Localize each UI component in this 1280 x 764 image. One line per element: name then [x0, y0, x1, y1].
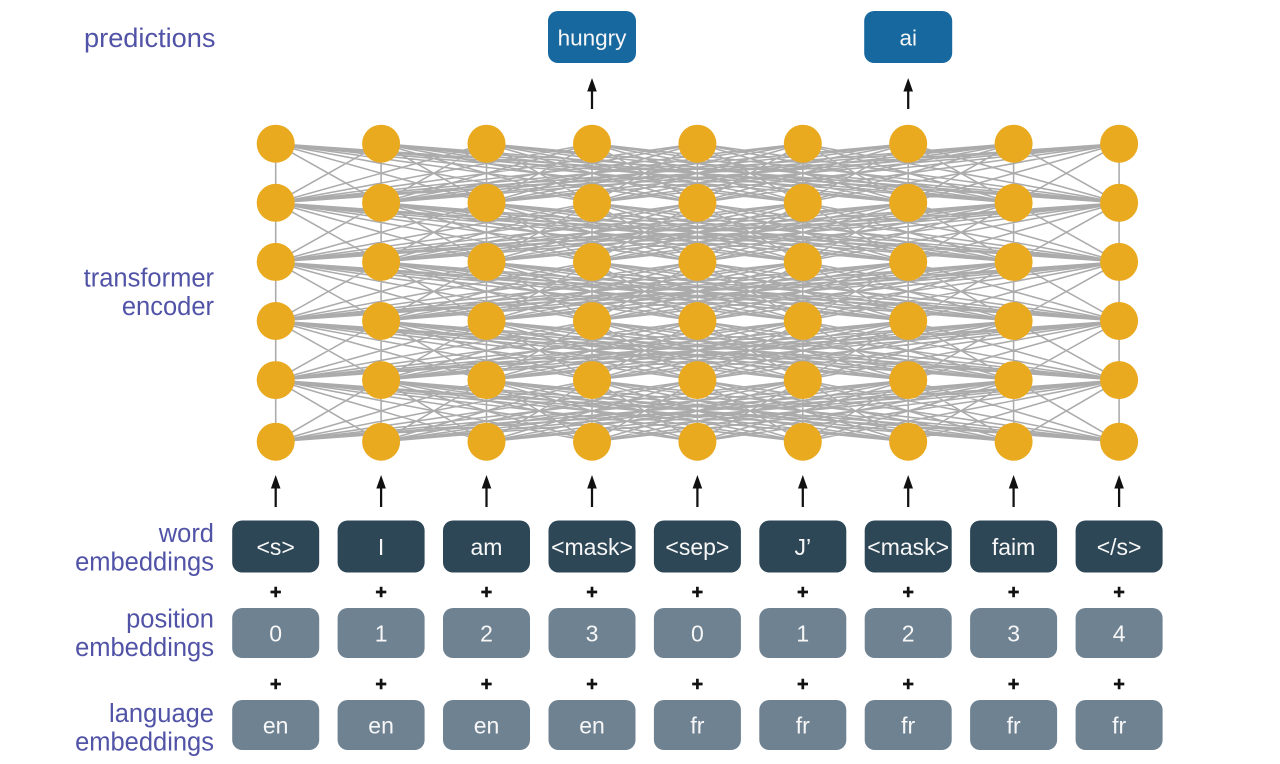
svg-text:embeddings: embeddings [75, 548, 214, 576]
svg-text:<s>: <s> [257, 534, 295, 560]
svg-text:en: en [474, 713, 500, 739]
svg-text:hungry: hungry [558, 26, 628, 51]
svg-text:0: 0 [691, 621, 704, 647]
svg-text:am: am [471, 534, 503, 560]
svg-text:2: 2 [480, 621, 493, 647]
svg-text:en: en [263, 713, 289, 739]
svg-text:2: 2 [902, 621, 915, 647]
svg-text:encoder: encoder [122, 293, 215, 321]
svg-text:3: 3 [1007, 621, 1020, 647]
svg-text:fr: fr [1007, 713, 1021, 739]
svg-text:<sep>: <sep> [665, 534, 729, 560]
svg-text:fr: fr [690, 713, 704, 739]
svg-text:embeddings: embeddings [75, 728, 214, 756]
svg-text:fr: fr [901, 713, 915, 739]
svg-text:I: I [378, 534, 384, 560]
svg-text:4: 4 [1113, 621, 1126, 647]
svg-text:word: word [158, 520, 214, 548]
svg-text:predictions: predictions [84, 22, 215, 53]
svg-text:<mask>: <mask> [551, 534, 633, 560]
svg-text:language: language [109, 700, 214, 728]
svg-text:1: 1 [796, 621, 809, 647]
svg-text:embeddings: embeddings [75, 634, 214, 662]
svg-text:transformer: transformer [84, 264, 215, 292]
svg-text:faim: faim [992, 534, 1035, 560]
svg-text:position: position [126, 605, 214, 633]
svg-text:1: 1 [375, 621, 388, 647]
svg-text:</s>: </s> [1097, 534, 1142, 560]
svg-text:3: 3 [586, 621, 599, 647]
svg-text:0: 0 [269, 621, 282, 647]
svg-text:<mask>: <mask> [867, 534, 949, 560]
svg-text:en: en [579, 713, 605, 739]
svg-text:fr: fr [1112, 713, 1126, 739]
svg-text:ai: ai [899, 26, 917, 51]
svg-text:fr: fr [796, 713, 810, 739]
svg-text:J’: J’ [794, 534, 811, 560]
svg-text:en: en [368, 713, 394, 739]
